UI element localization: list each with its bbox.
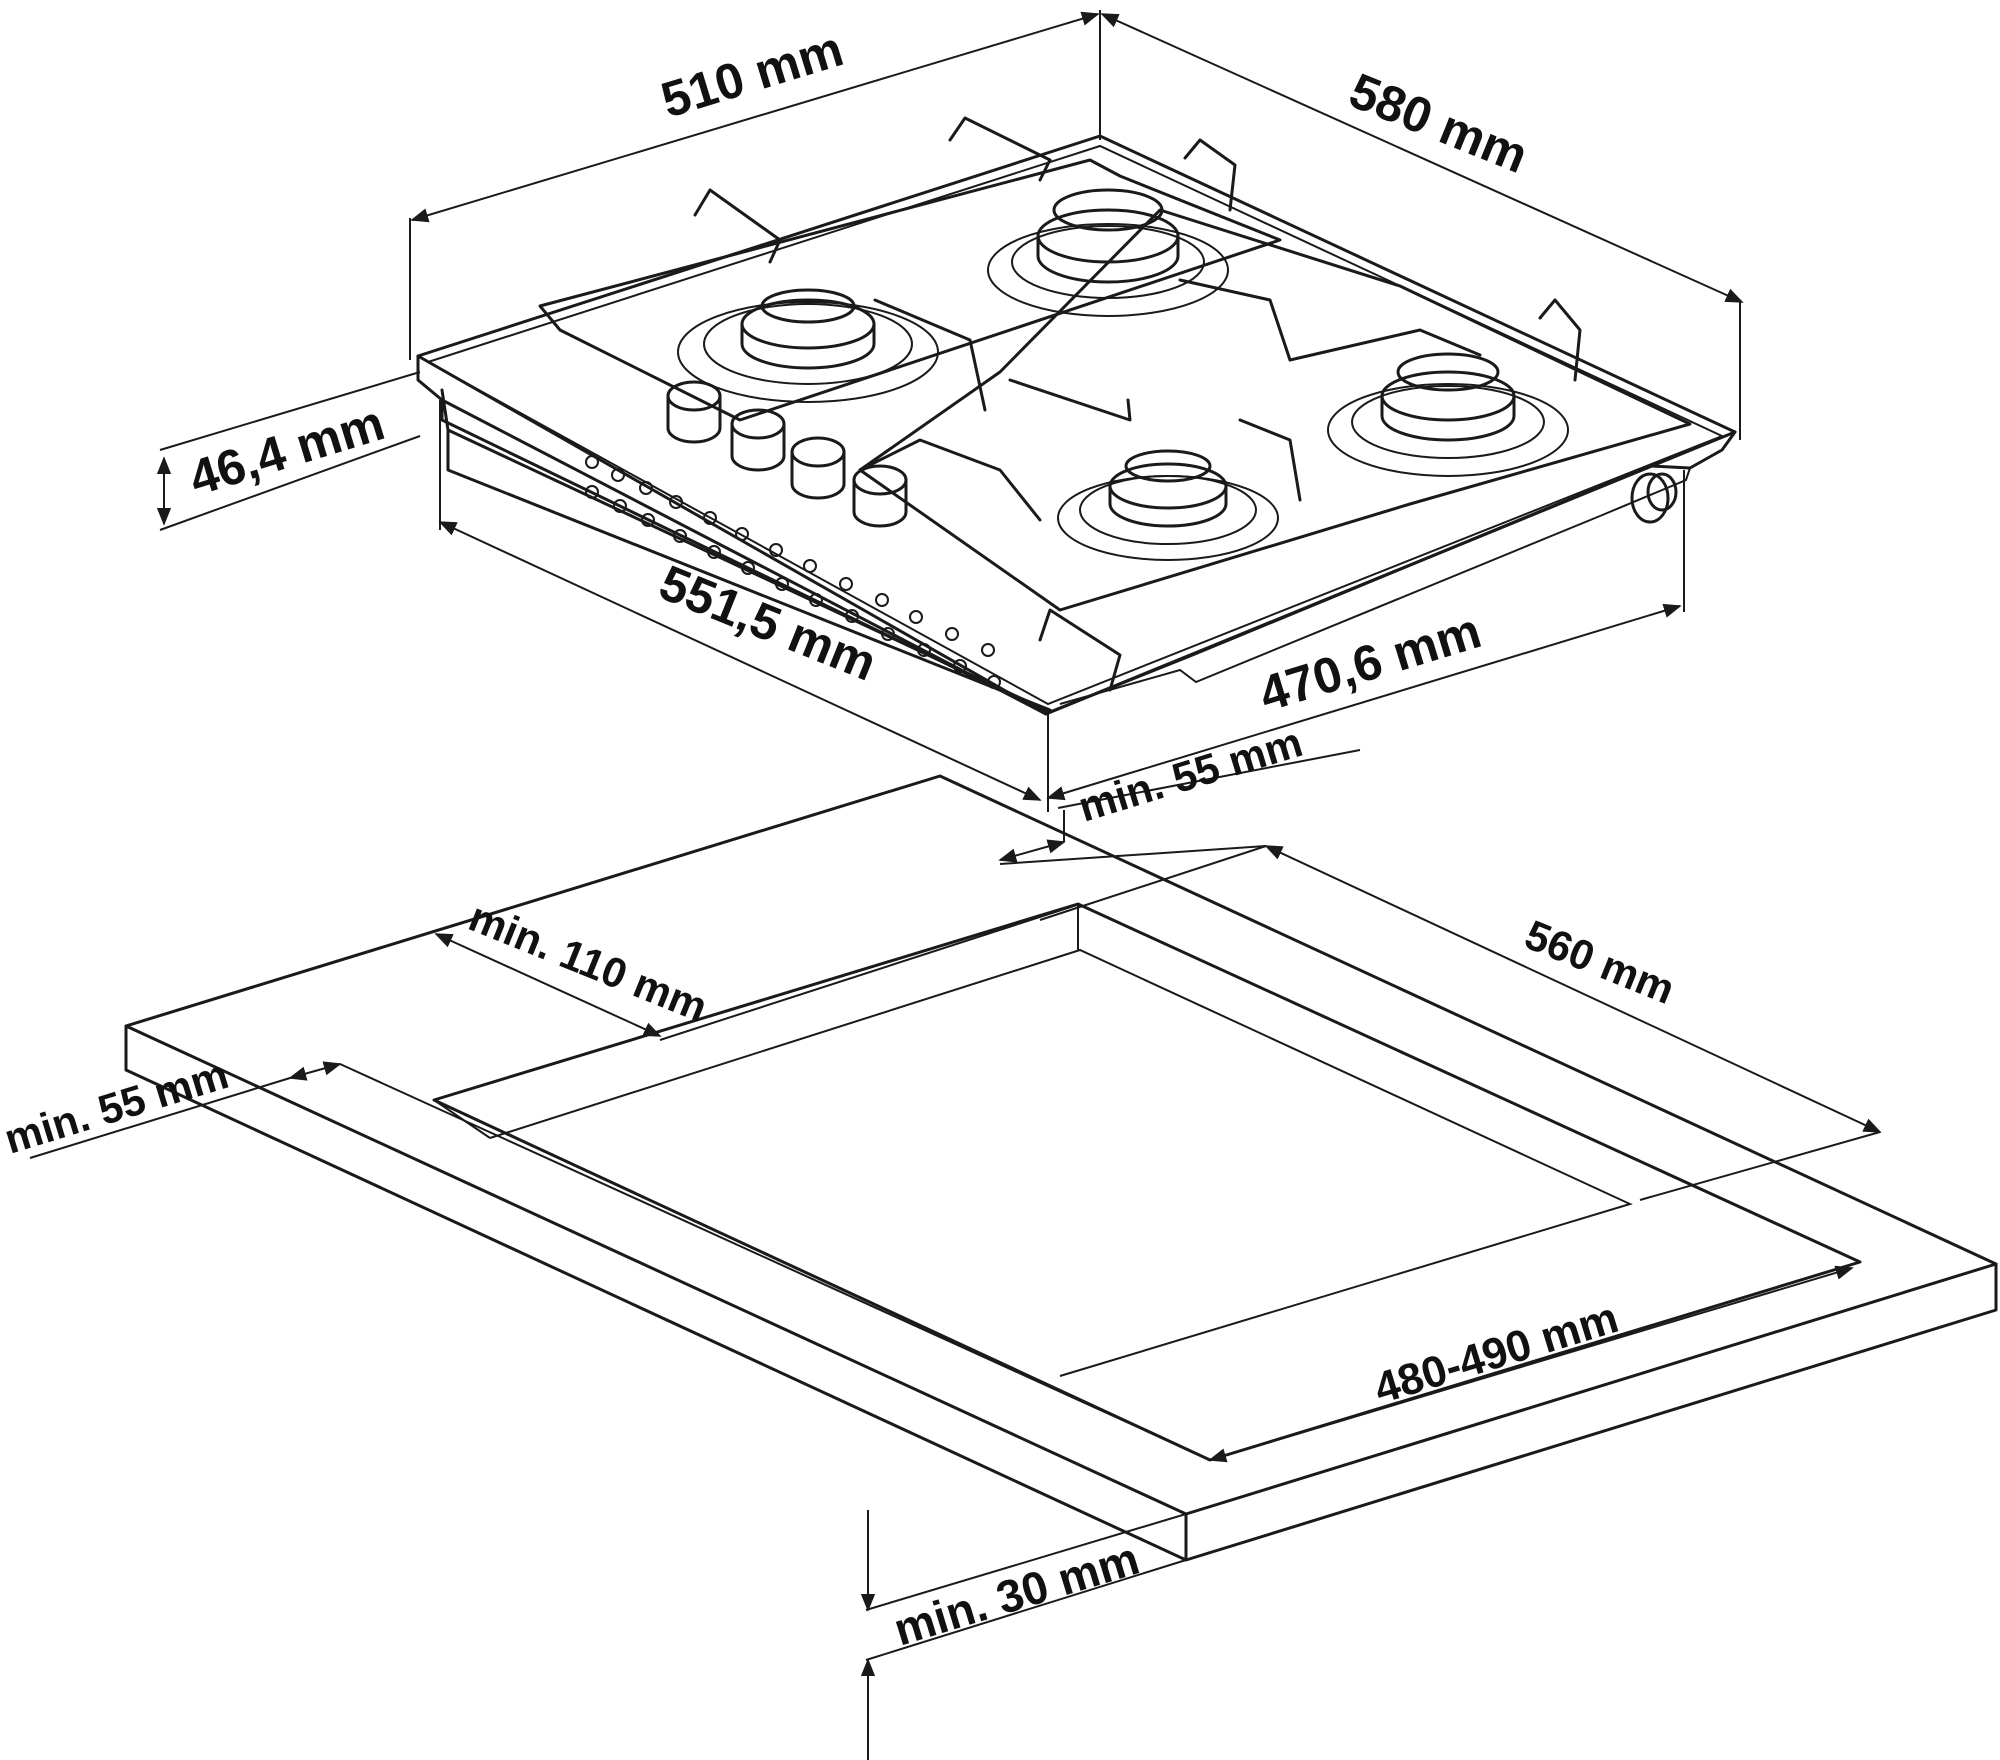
burner-right — [1327, 352, 1569, 477]
worktop-top-surface — [124, 774, 1998, 1516]
worktop-cutout — [432, 902, 1862, 1462]
burner-left — [677, 288, 939, 403]
label-cutout-depth: 560 mm — [1519, 911, 1682, 1013]
label-back-clearance: min. 110 mm — [463, 893, 714, 1031]
label-width-bottom: 551,5 mm — [652, 554, 884, 691]
knob-1 — [666, 380, 722, 444]
worktop-drawing — [124, 774, 1998, 1562]
hob-drawing — [416, 116, 1737, 716]
label-worktop-thickness: min. 30 mm — [888, 1532, 1145, 1656]
grate-right — [858, 208, 1692, 612]
burner-front — [1057, 449, 1279, 561]
label-depth-bottom: 470,6 mm — [1253, 602, 1487, 722]
gas-connector-icon — [1630, 472, 1678, 524]
worktop-dimension-lines — [29, 845, 1882, 1760]
worktop-front-edge — [124, 1024, 1998, 1562]
label-width-top: 510 mm — [655, 21, 849, 129]
hob-control-knobs — [666, 380, 908, 528]
hob-top-plate-inner — [425, 144, 1725, 706]
label-cutout-width: 480-490 mm — [1369, 1293, 1624, 1414]
hob-dimension-lines — [156, 10, 1744, 863]
dimension-labels: 510 mm 580 mm 46,4 mm 551,5 mm 470,6 mm … — [0, 21, 1681, 1656]
knob-3 — [790, 436, 846, 500]
label-front-clearance: min. 55 mm — [1073, 718, 1308, 831]
knob-2 — [730, 408, 786, 472]
hob-body-front-skirt — [440, 388, 1737, 714]
